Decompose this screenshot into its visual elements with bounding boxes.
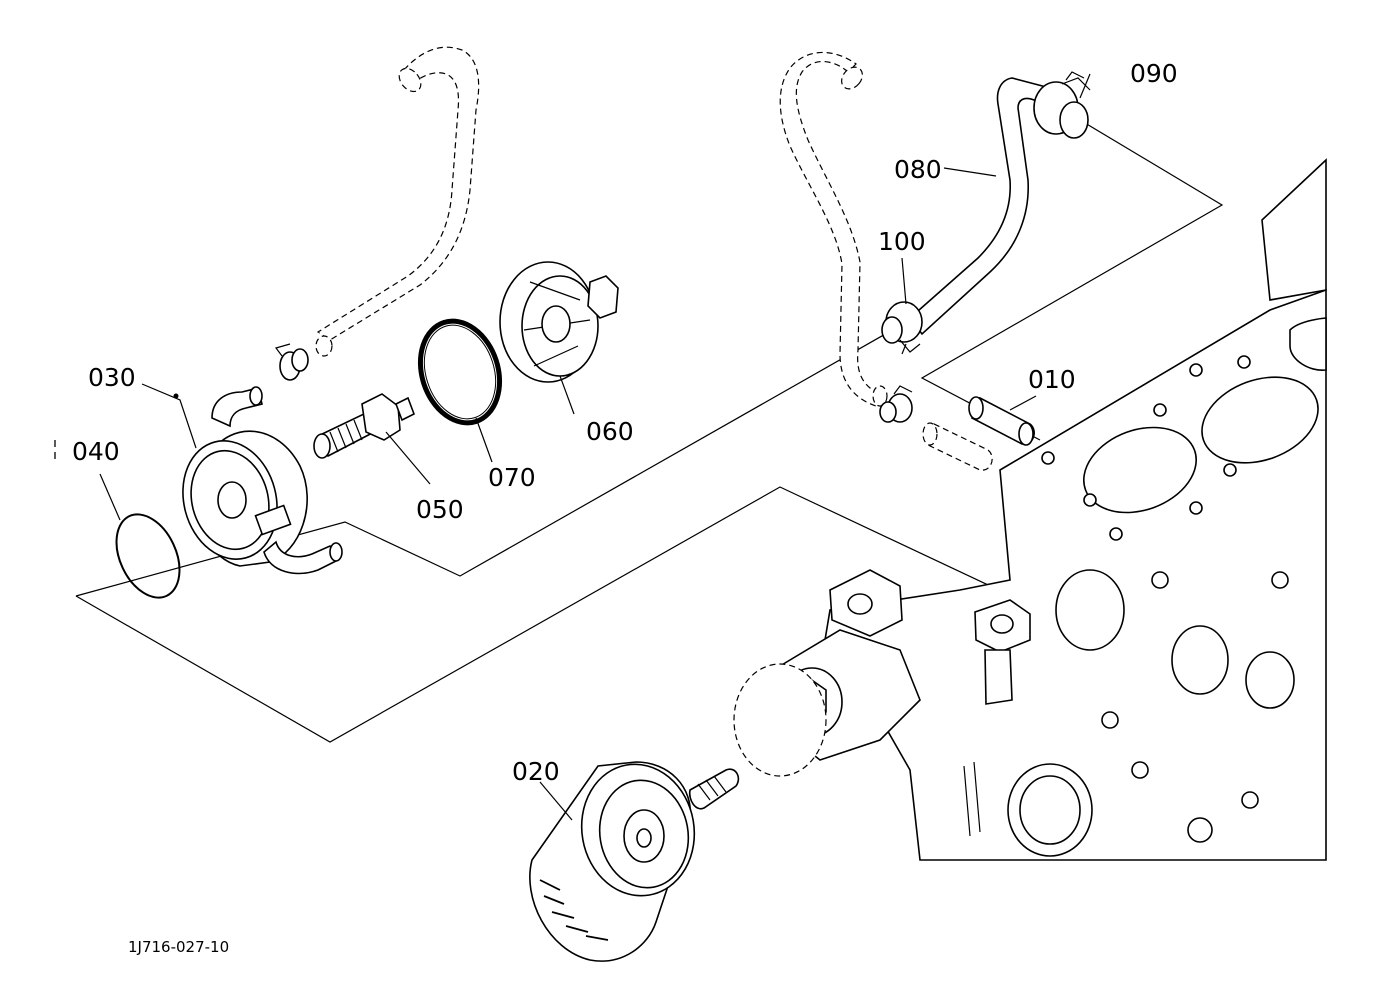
label-010: 010: [1028, 365, 1076, 394]
hose-left-dashed: [315, 46, 480, 357]
label-100: 100: [878, 227, 926, 256]
label-040: 040: [72, 437, 120, 466]
filter-bracket-060: [499, 261, 619, 383]
gasket-040: [115, 513, 181, 599]
label-050: 050: [416, 495, 464, 524]
small-clamp-left: [274, 343, 309, 381]
hose-middle-dashed: [779, 51, 888, 407]
label-030: 030: [88, 363, 136, 392]
filter-nipple: [688, 768, 740, 810]
part-labels: 090 080 100 010 060 070 050 030 040 020 …: [72, 59, 1178, 956]
label-070: 070: [488, 463, 536, 492]
small-clamp-middle: [879, 385, 913, 423]
pipe-010-ghost: [922, 422, 993, 471]
label-080: 080: [894, 155, 942, 184]
engine-mount-ghost: [733, 663, 827, 777]
clamp-100: [881, 301, 923, 355]
fitting-050: [313, 393, 416, 459]
drawing-code: 1J716-027-10: [128, 938, 229, 956]
oil-filter-020: [529, 761, 696, 962]
oring-070: [417, 318, 503, 426]
clamp-090: [1033, 71, 1091, 139]
label-090: 090: [1130, 59, 1178, 88]
assembly-frame-left: [75, 319, 1021, 743]
oil-cooler-030: [182, 386, 343, 575]
label-020: 020: [512, 757, 560, 786]
leader-lines: [99, 73, 1091, 821]
label-060: 060: [586, 417, 634, 446]
hose-080: [908, 77, 1051, 336]
pipe-010: [968, 396, 1035, 446]
